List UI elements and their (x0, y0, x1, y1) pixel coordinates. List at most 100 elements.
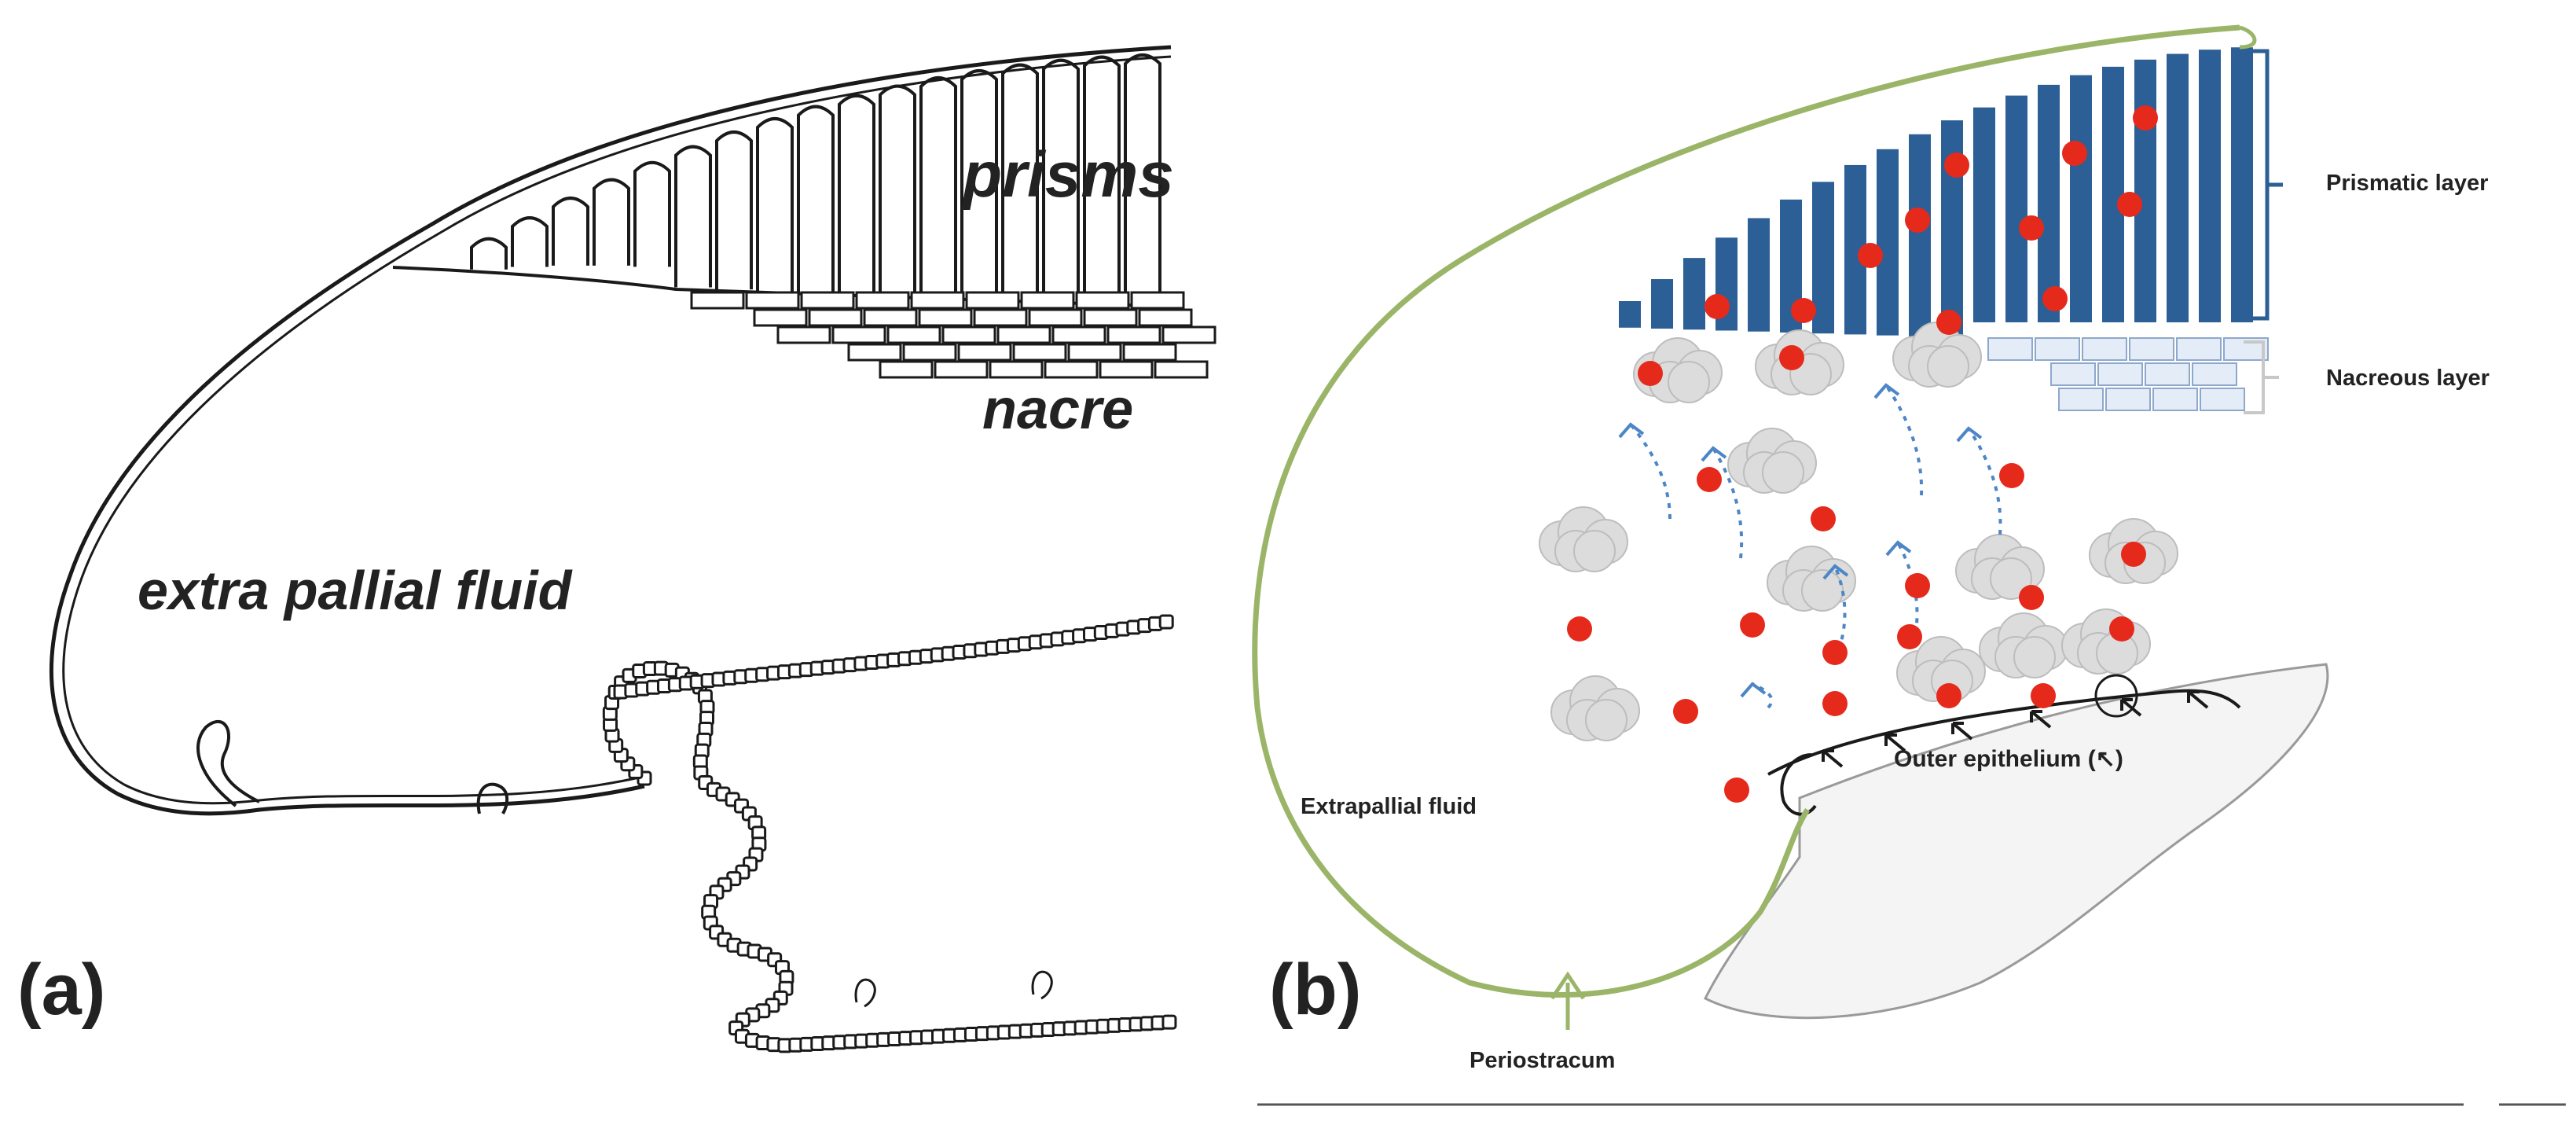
nacre-tablet (918, 308, 973, 327)
nacre-tablet (902, 343, 957, 362)
prismatic-layer-label: Prismatic layer (2326, 171, 2488, 196)
nacre-tablet (2200, 388, 2245, 411)
nacre-tablet (996, 325, 1051, 344)
cloud (1896, 636, 1986, 702)
nacre-tablet (855, 291, 910, 310)
epithelial-cell (1161, 1014, 1177, 1030)
prism-column (511, 216, 549, 267)
nacre-tablet (989, 360, 1044, 379)
nacre-tablet (1130, 291, 1185, 310)
ion-dot (1724, 778, 1749, 803)
ion-dot (1567, 616, 1592, 642)
nacre-tablet (2152, 388, 2198, 411)
prism-column (1619, 301, 1641, 328)
cloud (1727, 428, 1817, 494)
mantle-tissue (1703, 663, 2329, 1020)
nacre-tablet (965, 291, 1020, 310)
prism-column (919, 75, 957, 300)
cloud-lobe (1668, 361, 1710, 403)
nacre-tablet (2035, 337, 2080, 361)
nacre-tablet (1154, 360, 1209, 379)
nacre-tablet (2192, 362, 2237, 386)
epithelium-bud (1031, 970, 1053, 1000)
cloud (1539, 506, 1628, 572)
prisms-label: prisms (961, 139, 1174, 211)
prism-column (2167, 53, 2189, 322)
ion-dot (2062, 141, 2087, 166)
nacre-tablet (2097, 362, 2143, 386)
prism-column (838, 94, 875, 296)
ion-dot (1791, 298, 1816, 323)
outer-epithelium-line (1767, 689, 2241, 776)
nacre-tablet (2105, 388, 2151, 411)
prism-column (1042, 58, 1080, 306)
prism-column (2102, 66, 2124, 323)
arrow-shaft (1884, 384, 1924, 496)
periostracum-top (2239, 25, 2257, 50)
prism-column (2134, 59, 2156, 322)
ion-dot (1697, 467, 1722, 492)
ion-dot (2133, 105, 2158, 131)
nacre-tablet (2050, 362, 2096, 386)
prism-column (756, 116, 794, 292)
nacreous-tablets (1987, 337, 2269, 411)
arrow-head (1618, 422, 1645, 439)
prism-column (674, 145, 712, 288)
ion-dot (1905, 573, 1930, 598)
ion-dot (1905, 208, 1930, 233)
nacre-tablet (753, 308, 808, 327)
periostracum-label: Periostracum (1470, 1048, 1615, 1073)
ion-dot (1822, 640, 1848, 665)
ion-dot (1944, 153, 1969, 178)
nacre-tablet (1099, 360, 1154, 379)
epithelium-bud (854, 978, 876, 1008)
nacre-tablet (1044, 360, 1099, 379)
epithelium-loop-large (196, 720, 260, 807)
cloud (1955, 534, 2045, 600)
nacre-tablet (1138, 308, 1193, 327)
nacre-tablet (2176, 337, 2222, 361)
cloud-lobe (1573, 530, 1616, 572)
nacre-tablet (1020, 291, 1075, 310)
nacreous-bracket (2244, 340, 2279, 414)
arrow-head (1956, 426, 1983, 443)
mantle-epithelium-cells (602, 614, 1177, 1053)
ion-dot (1858, 243, 1883, 268)
nacre-tablet (2058, 388, 2104, 411)
panel-a-letter: (a) (17, 950, 105, 1030)
nacre-tablet (1067, 343, 1122, 362)
secretion-arrow (2120, 698, 2142, 717)
prismatic-columns (1619, 47, 2253, 338)
arrow-head (1701, 446, 1727, 462)
outer-epithelium-label: Outer epithelium (↖) (1894, 746, 2123, 772)
cloud-lobe (1990, 557, 2032, 600)
transport-arrow (1618, 422, 1671, 520)
nacre-tablet (2082, 337, 2127, 361)
nacre-tablet (941, 325, 996, 344)
prism-column (960, 68, 998, 302)
transport-arrow (1740, 682, 1774, 709)
cloud (2061, 608, 2151, 675)
prism-column (1909, 134, 1931, 336)
ion-dot (1704, 294, 1730, 319)
nacreous-layer-label: Nacreous layer (2326, 366, 2490, 391)
secretion-arrow (1951, 722, 1973, 741)
ion-dot (1936, 310, 1961, 335)
prism-column (552, 197, 589, 266)
ion-dot (2109, 616, 2134, 642)
prism-column (1748, 218, 1770, 332)
cloud-lobe (1927, 345, 1969, 388)
nacre-tablet (910, 291, 965, 310)
cloud (1979, 612, 2068, 678)
prism-column (470, 237, 508, 270)
prism-column (879, 84, 916, 298)
prism-column (1683, 258, 1705, 330)
arrow-shaft (1752, 682, 1774, 709)
ion-dot (2042, 286, 2068, 311)
prism-column (1651, 279, 1673, 329)
ion-dot (2019, 215, 2044, 241)
secretion-arrow (2187, 690, 2209, 709)
ion-dot (1936, 683, 1961, 708)
secretion-arrow (2030, 710, 2052, 729)
